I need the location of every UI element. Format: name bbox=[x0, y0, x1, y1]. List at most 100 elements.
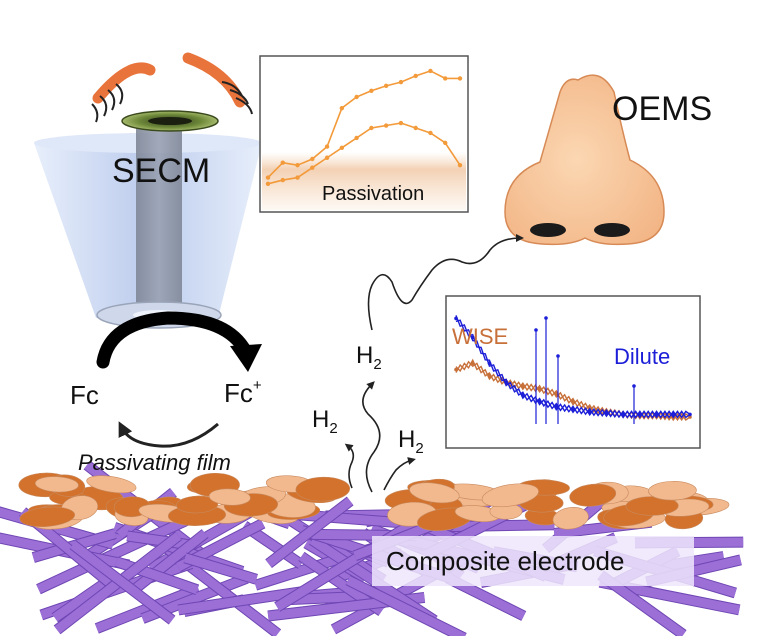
passivation-point-0-8 bbox=[383, 83, 389, 89]
h2-center-path bbox=[362, 381, 381, 493]
film-flake-26 bbox=[295, 476, 351, 502]
h2-right-sub: 2 bbox=[415, 439, 424, 457]
passivation-point-0-13 bbox=[457, 76, 463, 81]
gas-to-nose-path bbox=[367, 234, 524, 331]
reduction-arrow bbox=[118, 421, 219, 448]
film-flake-66 bbox=[569, 483, 617, 507]
fiber-52 bbox=[114, 557, 199, 595]
fiber-65 bbox=[70, 541, 175, 624]
passivation-point-1-4 bbox=[324, 155, 330, 160]
oxidation-arrowhead bbox=[230, 344, 262, 372]
h2-top-label: H2 bbox=[356, 344, 382, 372]
passivation-point-0-9 bbox=[398, 79, 404, 85]
passivation-point-1-8 bbox=[383, 123, 389, 128]
fc-plus-charge: + bbox=[252, 377, 262, 394]
dilute-point-14 bbox=[688, 412, 692, 417]
film-flake-33 bbox=[34, 476, 79, 493]
film-flake-64 bbox=[625, 496, 679, 516]
h2-top-sub: 2 bbox=[373, 355, 382, 373]
passivation-point-0-11 bbox=[428, 68, 433, 74]
passivation-point-1-3 bbox=[310, 165, 315, 170]
dilute-point-13 bbox=[671, 412, 676, 417]
eye-icon bbox=[91, 52, 253, 132]
electrode-label-backdrop bbox=[372, 536, 694, 586]
passivation-point-1-2 bbox=[295, 175, 300, 180]
film-flake-67 bbox=[481, 483, 539, 508]
passivation-point-1-11 bbox=[428, 130, 433, 136]
passivation-point-0-6 bbox=[354, 94, 359, 100]
wise-point-4 bbox=[521, 384, 525, 389]
fiber-50 bbox=[128, 529, 208, 596]
passivation-point-0-10 bbox=[413, 73, 418, 79]
dilute-label: Dilute bbox=[614, 344, 671, 369]
dilute-point-5 bbox=[537, 399, 542, 404]
passivation-series-line-1 bbox=[267, 122, 461, 185]
film-flake-65 bbox=[648, 481, 697, 501]
passivation-series-line-0 bbox=[267, 70, 460, 179]
dilute-trace-1 bbox=[455, 315, 691, 419]
dilute-point-4 bbox=[521, 393, 525, 398]
wise-trace-1 bbox=[455, 358, 691, 422]
secm-beam bbox=[136, 122, 182, 318]
secm-label: SECM bbox=[112, 152, 211, 190]
passivation-point-0-2 bbox=[295, 163, 300, 168]
passivation-point-1-5 bbox=[339, 145, 345, 151]
wise-point-6 bbox=[554, 392, 559, 396]
dilute-point-10 bbox=[621, 412, 625, 417]
passivation-point-0-4 bbox=[324, 144, 330, 149]
dilute-spike-tip-2 bbox=[556, 354, 560, 358]
h2-right-path bbox=[383, 457, 416, 491]
redox-cycle bbox=[96, 311, 262, 448]
passivation-point-0-12 bbox=[443, 76, 448, 81]
fc-text: Fc bbox=[70, 380, 99, 410]
h2-left-path bbox=[344, 443, 355, 489]
passivation-point-1-7 bbox=[369, 125, 374, 131]
film-flake-29 bbox=[176, 495, 219, 514]
fiber-53 bbox=[177, 587, 304, 615]
dilute-point-11 bbox=[638, 412, 642, 417]
dilute-point-8 bbox=[587, 410, 592, 414]
fc-label: Fc bbox=[70, 382, 99, 408]
fiber-59 bbox=[265, 497, 353, 568]
passivation-point-0-5 bbox=[339, 105, 345, 111]
passivation-label: Passivation bbox=[322, 183, 425, 205]
dilute-trace-0 bbox=[455, 319, 691, 419]
passivation-point-1-10 bbox=[413, 125, 418, 131]
wise-dilute-chart bbox=[445, 295, 701, 449]
wise-point-7 bbox=[571, 399, 575, 404]
passivating-film bbox=[18, 472, 730, 531]
dilute-point-6 bbox=[554, 404, 559, 409]
h2-left-label: H2 bbox=[312, 408, 338, 436]
passivation-point-0-1 bbox=[280, 160, 285, 165]
oxidation-arrow bbox=[96, 311, 253, 369]
h2-right-label: H2 bbox=[398, 428, 424, 456]
passivation-point-0-3 bbox=[310, 156, 315, 162]
passivation-point-1-0 bbox=[265, 181, 271, 186]
wise-point-14 bbox=[688, 415, 692, 419]
fc-plus-text: Fc bbox=[224, 378, 253, 408]
wise-point-5 bbox=[537, 387, 542, 391]
dilute-point-3 bbox=[504, 380, 508, 385]
h2-right-text: H bbox=[398, 426, 416, 453]
dilute-point-0 bbox=[454, 316, 458, 321]
dilute-point-1 bbox=[470, 335, 475, 340]
fc-plus-label: Fc+ bbox=[224, 377, 262, 408]
h2-left-sub: 2 bbox=[329, 419, 338, 437]
dilute-spike-tip-1 bbox=[544, 316, 548, 320]
film-flake-16 bbox=[86, 475, 137, 494]
dilute-spike-tip-3 bbox=[632, 384, 636, 388]
nose-icon bbox=[504, 74, 665, 246]
wise-point-1 bbox=[470, 361, 475, 366]
wise-label: WISE bbox=[452, 324, 509, 349]
passivation-chart bbox=[259, 55, 469, 213]
passivation-point-1-6 bbox=[354, 135, 359, 141]
film-flake-31 bbox=[208, 488, 251, 506]
wise-point-2 bbox=[487, 374, 492, 378]
fiber-37 bbox=[52, 574, 115, 622]
fiber-38 bbox=[126, 531, 191, 550]
oems-label: OEMS bbox=[612, 90, 713, 128]
passivation-point-1-13 bbox=[457, 163, 463, 168]
passivation-point-0-0 bbox=[265, 175, 271, 180]
h2-top-text: H bbox=[356, 342, 374, 369]
